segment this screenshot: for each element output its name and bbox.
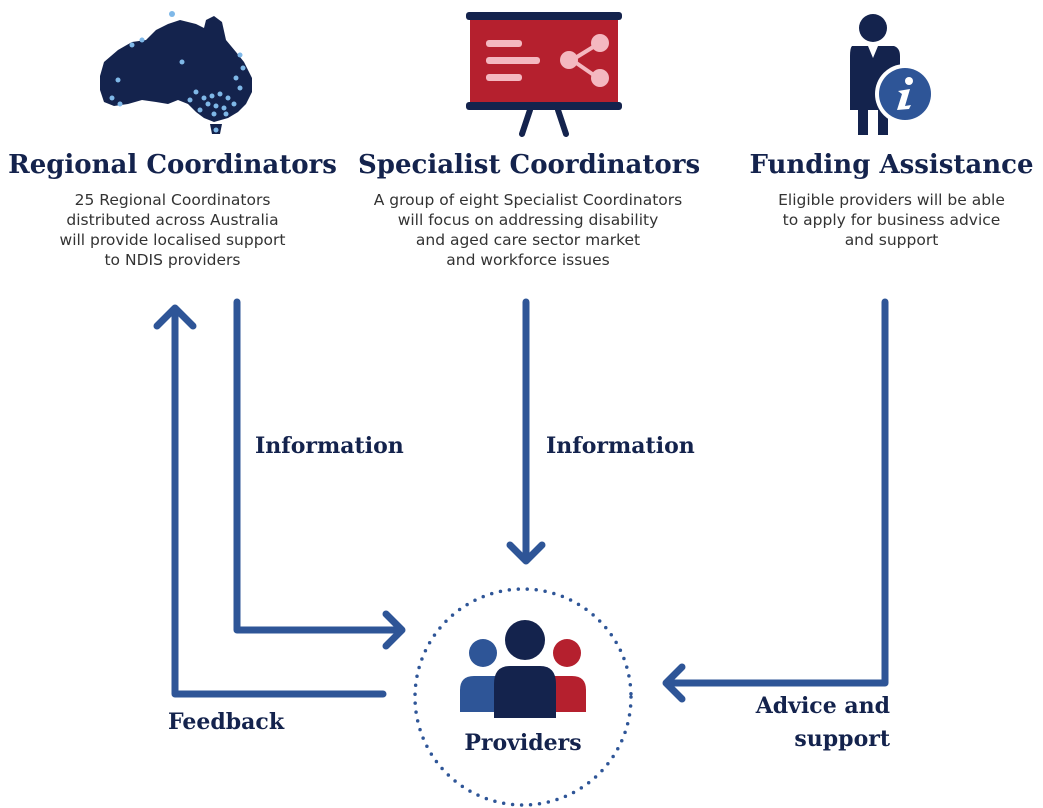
feedback-arrowhead [153,304,197,330]
person-info-icon [850,14,935,135]
feedback-label: Feedback [168,709,285,735]
specialist-coordinators-title: Specialist Coordinators [358,150,701,180]
specialist-information-arrowhead [506,541,546,565]
providers-dotted-circle [413,587,633,807]
feedback-arrow [171,308,387,698]
regional-coordinators-title: Regional Coordinators [8,150,337,180]
regional-coordinators-description: 25 Regional Coordinators distributed acr… [59,191,286,269]
regional-information-arrow [233,298,402,634]
advice-support-label-line2: support [794,726,890,752]
providers-label: Providers [464,730,582,756]
flow-arrows [153,298,889,703]
specialist-coordinators-description: A group of eight Specialist Coordinators… [373,191,683,269]
funding-assistance-title: Funding Assistance [749,150,1034,180]
australia-map-icon [100,11,252,134]
advice-support-arrow [664,298,889,687]
funding-assistance-description: Eligible providers will be able to apply… [778,191,1005,249]
advice-support-arrowhead [662,663,686,703]
location-dots [109,11,246,133]
people-group-icon [460,620,586,718]
presentation-board-share-icon [466,12,622,137]
regional-information-arrowhead [382,610,406,650]
regional-information-label: Information [255,433,404,459]
specialist-information-label: Information [546,433,695,459]
advice-support-label-line1: Advice and [755,693,890,719]
